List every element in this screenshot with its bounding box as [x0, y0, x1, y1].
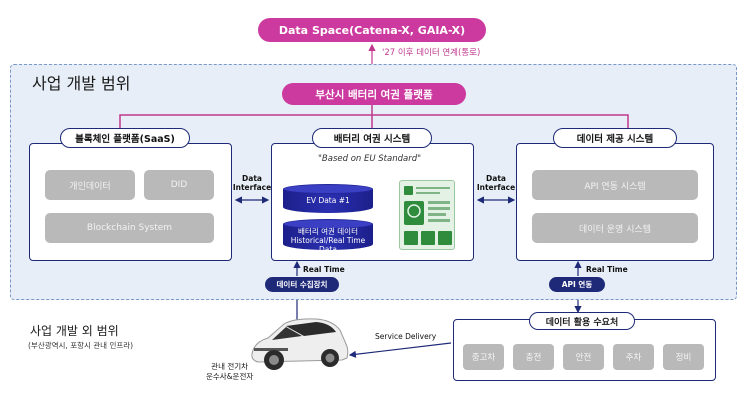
demand-charging: 충전: [513, 344, 554, 370]
data-demand-title: 데이터 활용 수요처: [529, 312, 635, 330]
passport-data-database: 배터리 여권 데이터 Historical/Real Time Data: [283, 219, 373, 254]
realtime-left-label: Real Time: [303, 265, 345, 274]
demand-used-car: 중고차: [463, 344, 504, 370]
left-interface-line2: Interface: [232, 183, 272, 192]
data-operation-block: 데이터 운영 시스템: [532, 213, 698, 243]
ev-operator-label: 관내 전기차 운수사&운전자: [206, 362, 253, 382]
ev-operator-line2: 운수사&운전자: [206, 372, 254, 381]
left-interface-label: Data Interface: [232, 174, 272, 192]
outside-scope-title: 사업 개발 외 범위: [30, 324, 119, 338]
service-delivery-arrow: [348, 342, 452, 358]
api-integration-block: API 연동 시스템: [532, 170, 698, 200]
data-provision-box: [516, 143, 714, 261]
left-interface-line1: Data: [242, 174, 262, 183]
did-block: DID: [144, 170, 214, 200]
battery-passport-title: 배터리 여권 시스템: [312, 128, 432, 148]
demand-parking: 주차: [613, 344, 654, 370]
demand-maintenance: 정비: [663, 344, 704, 370]
api-link-pill: API 연동: [549, 277, 605, 292]
blockchain-system-block: Blockchain System: [45, 213, 214, 243]
passport-data-label-2: Historical/Real Time Data: [290, 236, 366, 254]
realtime-right-label: Real Time: [586, 265, 628, 274]
right-interface-label: Data Interface: [476, 174, 516, 192]
service-delivery-label: Service Delivery: [375, 332, 437, 341]
battery-passport-card-icon: [399, 180, 455, 250]
eu-standard-note: "Based on EU Standard": [318, 154, 422, 164]
ev-data-database: EV Data #1: [283, 184, 373, 214]
demand-safety: 안전: [563, 344, 604, 370]
personal-data-block: 개인데이터: [45, 170, 135, 200]
project-scope-title: 사업 개발 범위: [32, 74, 131, 93]
right-interface-line1: Data: [486, 174, 506, 183]
blockchain-platform-box: [29, 143, 232, 261]
data-link-note: '27 이후 데이터 연계(통로): [382, 48, 481, 58]
ev-operator-line1: 관내 전기차: [211, 362, 249, 371]
ev-data-label: EV Data #1: [306, 196, 350, 205]
passport-data-label-1: 배터리 여권 데이터: [298, 227, 358, 236]
data-provision-title: 데이터 제공 시스템: [553, 128, 677, 148]
right-interface-line2: Interface: [476, 183, 516, 192]
busan-platform-pill: 부산시 배터리 여권 플랫폼: [282, 83, 466, 105]
electric-car-icon: [251, 318, 349, 370]
data-collector-pill: 데이터 수집장치: [265, 277, 339, 292]
outside-scope-subtitle: (부산광역시, 포항시 관내 인프라): [28, 341, 134, 350]
blockchain-platform-title: 블록체인 플랫폼(SaaS): [60, 128, 190, 148]
data-space-pill: Data Space(Catena-X, GAIA-X): [258, 18, 486, 42]
